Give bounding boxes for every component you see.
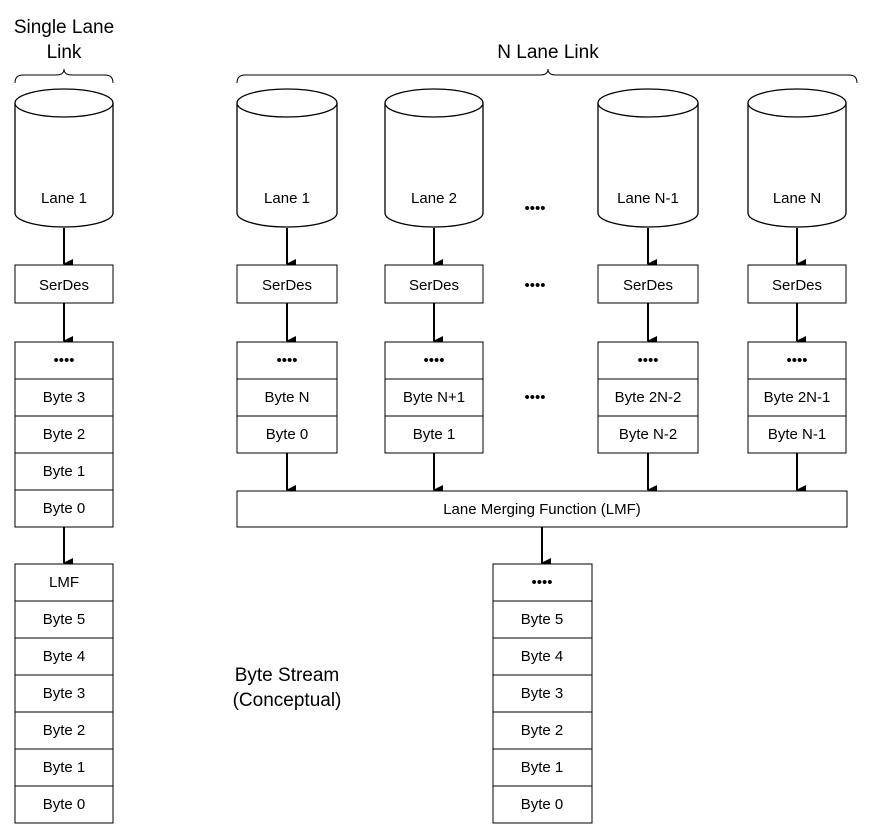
single-lane-title-line1: Single Lane (14, 17, 114, 38)
stream-right-item: Byte 5 (521, 611, 564, 628)
stream-left-item: Byte 0 (43, 796, 86, 813)
lane-label: Lane N-1 (617, 190, 679, 207)
serdes-label: SerDes (409, 277, 459, 294)
lane-merging-function-box: Lane Merging Function (LMF) (236, 490, 848, 528)
stream-left-stack: LMF Byte 5 Byte 4 Byte 3 Byte 2 Byte 1 B… (14, 563, 114, 824)
stream-left-item: Byte 1 (43, 759, 86, 776)
serdes-label: SerDes (262, 277, 312, 294)
stack-dots: •••• (637, 352, 658, 369)
single-lane-title-line2: Link (47, 42, 82, 63)
single-serdes-box: SerDes (14, 264, 114, 304)
single-stack-dots: •••• (53, 352, 74, 369)
byte-stream-label-line1: Byte Stream (235, 665, 340, 686)
stream-left-item: Byte 4 (43, 648, 86, 665)
stream-right-item: Byte 2 (521, 722, 564, 739)
single-byte: Byte 0 (43, 500, 86, 517)
byte-stream-label-line2: (Conceptual) (233, 690, 342, 711)
lane-label: Lane 1 (264, 190, 310, 207)
single-byte: Byte 1 (43, 463, 86, 480)
lane-column-2: Lane 2 SerDes •••• Byte N+1 Byte 1 (384, 88, 484, 495)
byte-low: Byte N-1 (768, 426, 826, 443)
stack-dots: •••• (423, 352, 444, 369)
stack-dots: •••• (786, 352, 807, 369)
stream-left-item: Byte 5 (43, 611, 86, 628)
stack-dots: •••• (276, 352, 297, 369)
stream-right-item: Byte 0 (521, 796, 564, 813)
lane-column-n-minus-1: Lane N-1 SerDes •••• Byte 2N-2 Byte N-2 (597, 88, 699, 495)
stream-left-item: Byte 2 (43, 722, 86, 739)
gap-dots-lanes: •••• (524, 200, 545, 217)
stream-right-item: Byte 4 (521, 648, 564, 665)
single-byte: Byte 2 (43, 426, 86, 443)
lane-label: Lane 2 (411, 190, 457, 207)
serdes-label: SerDes (623, 277, 673, 294)
stream-right-stack: •••• Byte 5 Byte 4 Byte 3 Byte 2 Byte 1 … (492, 563, 593, 824)
lane-label: Lane N (773, 190, 821, 207)
byte-high: Byte N+1 (403, 389, 465, 406)
single-serdes-label: SerDes (39, 277, 89, 294)
byte-low: Byte 1 (413, 426, 456, 443)
gap-dots-bytes: •••• (524, 389, 545, 406)
lane-column-1: Lane 1 SerDes •••• Byte N Byte 0 (236, 88, 338, 495)
single-byte: Byte 3 (43, 389, 86, 406)
single-byte-stack: •••• Byte 3 Byte 2 Byte 1 Byte 0 (14, 341, 114, 528)
stream-right-item: •••• (531, 574, 552, 591)
stream-left-item: LMF (49, 574, 79, 591)
n-lane-brace (236, 68, 858, 84)
lmf-label: Lane Merging Function (LMF) (443, 501, 641, 518)
lane-column-n: Lane N SerDes •••• Byte 2N-1 Byte N-1 (747, 88, 847, 495)
serdes-label: SerDes (772, 277, 822, 294)
byte-high: Byte 2N-2 (615, 389, 682, 406)
single-lane-brace (14, 68, 114, 84)
stream-left-item: Byte 3 (43, 685, 86, 702)
single-lane-label: Lane 1 (41, 190, 87, 207)
stream-right-item: Byte 1 (521, 759, 564, 776)
n-lane-title: N Lane Link (497, 42, 599, 63)
stream-right-item: Byte 3 (521, 685, 564, 702)
single-lane-cylinder: Lane 1 (14, 88, 114, 228)
byte-low: Byte N-2 (619, 426, 677, 443)
byte-high: Byte 2N-1 (764, 389, 831, 406)
byte-high: Byte N (264, 389, 309, 406)
gap-dots-serdes: •••• (524, 277, 545, 294)
byte-low: Byte 0 (266, 426, 309, 443)
